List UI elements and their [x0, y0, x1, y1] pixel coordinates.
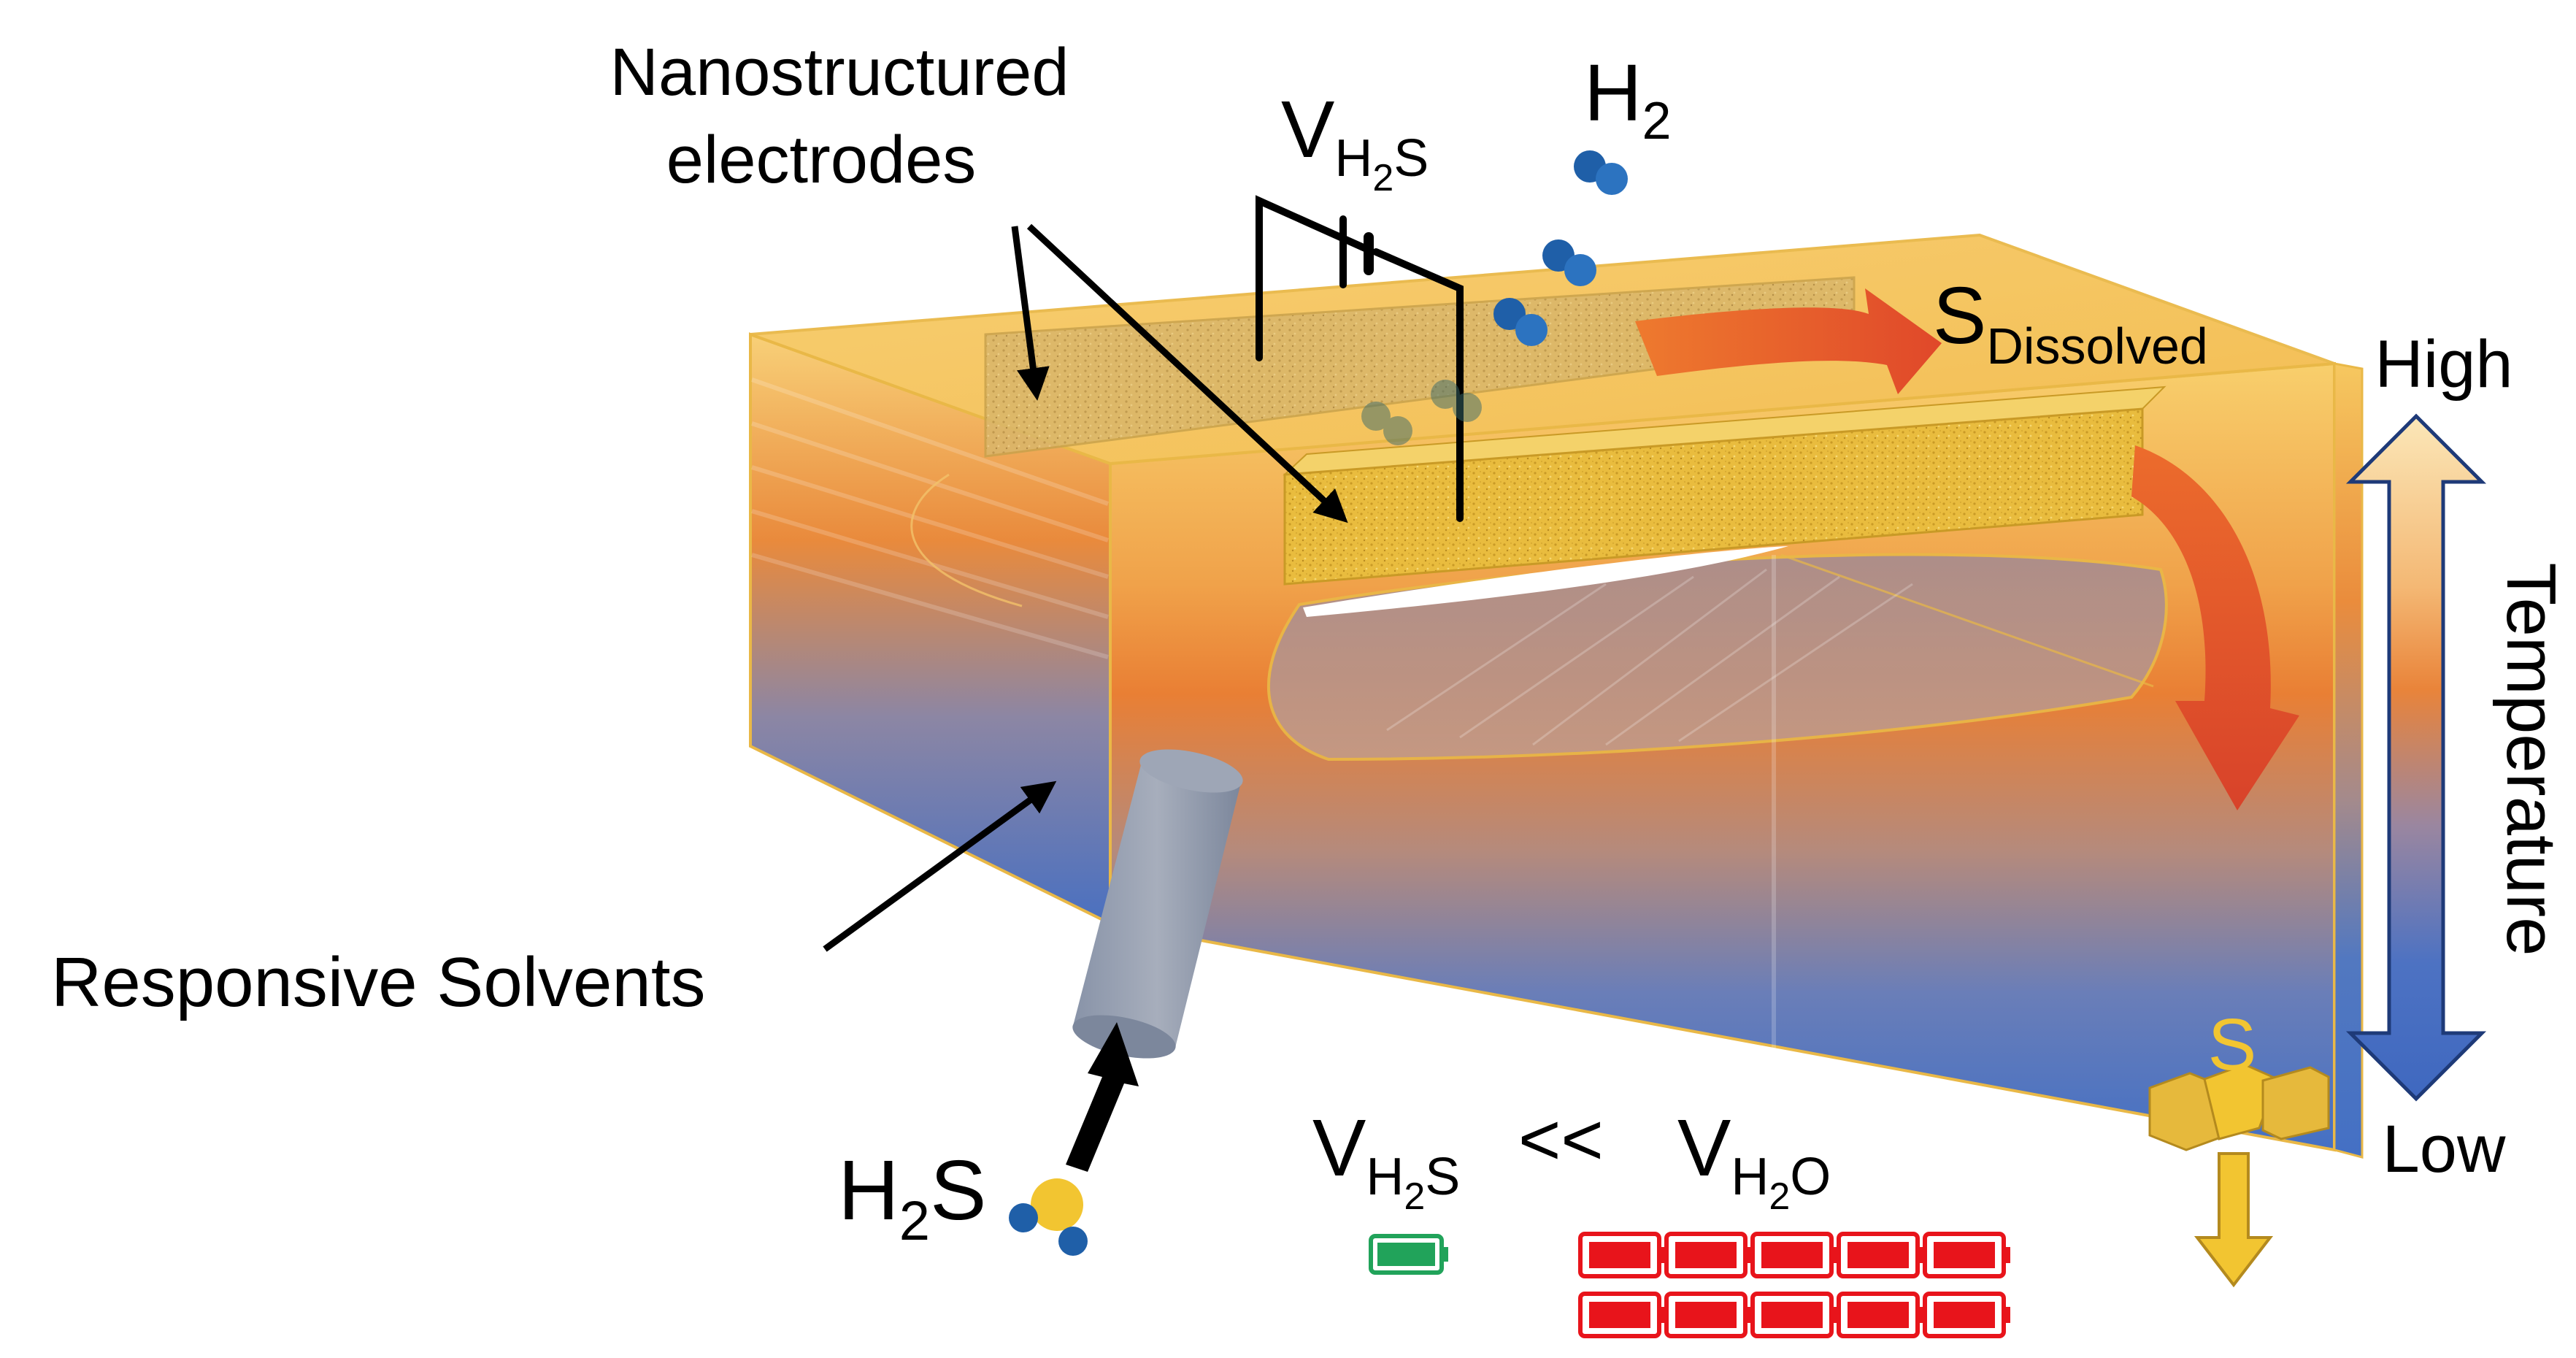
- battery-cell: [1750, 1232, 1838, 1278]
- sulfur-out-arrow: [2194, 1152, 2274, 1288]
- pointer-to-front-electrode: [1026, 223, 1348, 523]
- h2-molecules: [1361, 150, 1628, 445]
- battery-icon: [1369, 1234, 1448, 1275]
- cavity-gap-highlight: [1303, 546, 1788, 617]
- battery-cell: [1664, 1292, 1752, 1338]
- h2-molecule-faded: [1431, 380, 1482, 422]
- battery-cell: [1578, 1292, 1666, 1338]
- h2s-inlet-pipe: [1072, 749, 1243, 1059]
- v-h2o-label: VH2O: [1677, 1103, 1831, 1218]
- wire-right: [1372, 248, 1464, 522]
- labels: Nanostructured electrodes VH2S H2 SDisso…: [51, 35, 2570, 1252]
- low-label: Low: [2383, 1112, 2506, 1186]
- electrode-circuit: [1256, 195, 1464, 522]
- reactor-right-face: [2333, 362, 2364, 1159]
- h2-molecule: [1574, 150, 1628, 195]
- battery-cell: [1750, 1292, 1838, 1338]
- pointer-to-back-electrode: [1011, 226, 1050, 401]
- flow-arrow-side: [2131, 445, 2299, 810]
- temperature-scale: [2345, 413, 2487, 1102]
- battery-cell: [1578, 1232, 1666, 1278]
- wire-left: [1256, 195, 1369, 361]
- solid-sulfur-label: S: [2208, 1004, 2257, 1086]
- reactor-box: [749, 233, 2364, 1159]
- h2s-feed-label: H2S: [838, 1143, 986, 1252]
- v-h2s-top-label: VH2S: [1281, 85, 1429, 199]
- inner-surface-line: [910, 473, 1023, 607]
- heat-flow-arrows: [1635, 288, 2299, 810]
- cavity-inner-edge: [1780, 553, 2154, 688]
- battery-cell: [1837, 1292, 1924, 1338]
- h2-molecule: [1542, 239, 1596, 286]
- s-dissolved-label: SDissolved: [1933, 271, 2208, 375]
- h2-molecule: [1493, 298, 1547, 346]
- electrodes-label: electrodes: [666, 123, 976, 197]
- left-face-texture: [751, 377, 1109, 659]
- flow-arrow-top: [1635, 288, 1942, 394]
- battery-cell: [1837, 1232, 1924, 1278]
- h2s-molecule: [1009, 1178, 1088, 1256]
- cavity-texture: [1386, 568, 1913, 746]
- responsive-solvents-label: Responsive Solvents: [51, 943, 705, 1021]
- h2s-feed-arrow: [1066, 1022, 1139, 1172]
- temperature-label: Temperature: [2492, 563, 2570, 956]
- h2-product-label: H2: [1584, 48, 1672, 150]
- much-less-than-label: <<: [1518, 1099, 1604, 1181]
- sulfur-crystals: [2148, 1063, 2330, 1151]
- nanostructured-label: Nanostructured: [610, 35, 1069, 110]
- front-electrode: [1283, 407, 2144, 586]
- reactor-cavity: [1266, 553, 2168, 762]
- battery-cell: [1923, 1232, 2010, 1278]
- high-label: High: [2375, 327, 2512, 402]
- temperature-double-arrow: [2345, 413, 2487, 1102]
- pointer-arrows: [823, 223, 1348, 952]
- h2-molecule-faded: [1361, 402, 1412, 445]
- pointer-to-solvent: [823, 780, 1057, 952]
- battery-bank-icon: [1578, 1232, 2010, 1338]
- battery-cell: [1923, 1292, 2010, 1338]
- v-h2s-bottom-label: VH2S: [1312, 1103, 1460, 1218]
- battery-cell: [1664, 1232, 1752, 1278]
